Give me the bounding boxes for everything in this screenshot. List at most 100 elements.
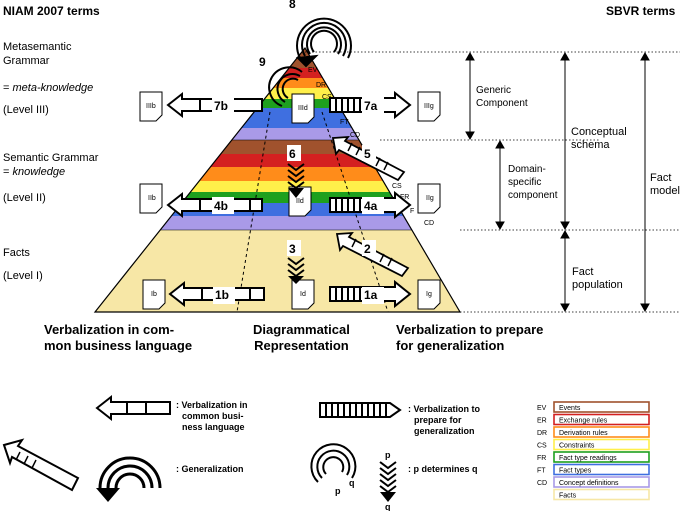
arrow-5: 5 [331,135,406,182]
box-IIg: IIg [417,183,441,214]
arrow-label-8: 8 [289,0,296,11]
svg-text:7a: 7a [364,99,378,113]
layer-fact-readings-mid [95,192,460,203]
svg-text:IIIb: IIIb [146,103,156,110]
svg-text:3: 3 [289,242,296,256]
arrow-6: 6 [287,145,305,198]
layer-label-dr: DR [316,82,326,89]
svg-text:5: 5 [364,147,371,161]
box-Ib: Ib [142,279,166,310]
level2-eq: = knowledge [3,166,66,178]
svg-text:6: 6 [289,147,296,161]
level3-eq-italic: meta-knowledge [12,82,94,94]
legend-loop-icon [310,443,357,483]
legend-label: Constraints [559,443,595,450]
arrow-label-9: 9 [259,55,266,69]
layer-concepts-top [95,128,460,140]
legend-chevron-p: p [385,450,391,460]
legend-swatch [553,413,650,426]
svg-text:Id: Id [300,291,306,298]
svg-text:IIIg: IIIg [424,103,434,110]
legend-swatch [553,438,650,451]
legend-swatch [553,463,650,476]
layer-events-top [95,48,460,68]
legend-label: Events [559,405,581,412]
layer-label-cd-top: CD [350,132,360,139]
layer-concepts-mid [95,216,460,230]
svg-text:1b: 1b [215,288,229,302]
svg-text:Ib: Ib [151,291,157,298]
legend-label: Exchange rules [559,418,608,425]
legend-abbr: FR [537,455,546,462]
box-Id: Id [291,279,315,310]
reference-lines [305,51,680,313]
box-IIIg: IIIg [417,91,441,122]
range-arrows [465,51,650,313]
layer-label-f-mid: F [410,208,414,215]
svg-text:1a: 1a [364,288,378,302]
legend-row-facts: Facts [553,488,650,501]
column-left-title: Verbalization in com-mon business langua… [44,322,193,353]
level3-eq: = meta-knowledge [3,82,94,94]
svg-text:4b: 4b [214,199,228,213]
pyramid [95,48,460,312]
legend-abbr: EV [537,405,547,412]
legend-label: Facts [559,493,577,500]
legend-label: Fact types [559,468,592,475]
level2-eq-italic: knowledge [12,166,66,178]
legend-row-fr: FR Fact type readings [537,451,650,463]
arrow-1b: 1b [168,280,265,308]
arrow-4b: 4b [166,191,263,219]
layer-derivation-mid [95,167,460,181]
level2-level: (Level II) [3,192,46,204]
legend-abbr: DR [537,430,547,437]
level3-line2: Grammar [3,55,50,67]
svg-text:7b: 7b [214,99,228,113]
layer-label-cs-mid: CS [392,183,402,190]
divider-left [236,111,271,313]
box-IIIb: IIIb [139,91,163,122]
layer-constraints-mid [95,181,460,192]
legend-prepare-arrow-icon [319,402,402,418]
legend-abbr: ER [537,418,547,425]
legend-loop-q: q [349,478,355,488]
legend-label: Fact type readings [559,455,617,462]
legend-abbr: FT [537,468,546,475]
layer-label-ft-top: FT [340,119,349,126]
arrow-1a: 1a [329,279,412,309]
arrow-7a: 7a [329,90,412,120]
svg-text:Ig: Ig [426,291,432,298]
legend-chevron-icon [379,461,397,502]
legend-label: Concept definitions [559,480,619,487]
legend-chevron-q: q [385,502,391,511]
svg-text:IIId: IIId [298,105,308,112]
level1-line1: Facts [3,247,30,259]
arrow-3: 3 [287,240,305,284]
svg-text:IIg: IIg [426,195,434,202]
legend-row-ft: FT Fact types [537,463,650,476]
layer-label-ev: EV [308,67,318,74]
layer-exchange-mid [95,154,460,167]
legend-generalization-icon [96,456,162,502]
legend-generalization-text: : Generalization [176,464,244,474]
level2-line1: Semantic Grammar [3,152,99,164]
box-IIb: IIb [139,183,163,214]
header-left: NIAM 2007 terms [3,4,100,18]
legend-row-ev: EV Events [537,401,650,413]
legend-row-er: ER Exchange rules [537,413,650,426]
legend-determines-text: : p determines q [408,464,478,474]
arrow-4a: 4a [329,190,412,220]
svg-text:IIb: IIb [148,195,156,202]
legend-diagonal-arrow-icon [2,438,80,492]
legend-swatch [553,401,650,413]
